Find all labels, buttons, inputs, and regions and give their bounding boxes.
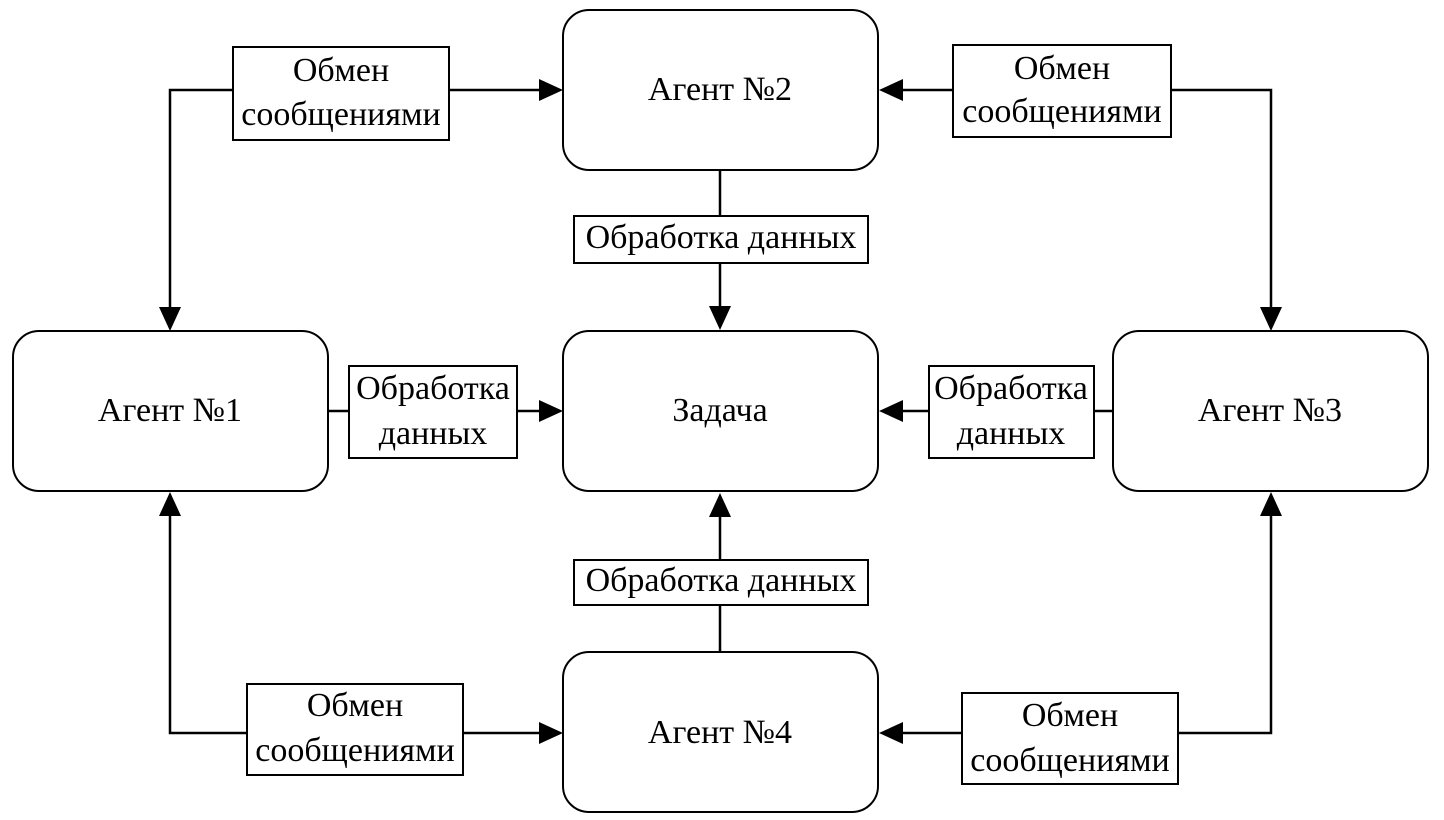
node-agent1: Агент №1 [12, 330, 329, 492]
node-task: Задача [562, 330, 879, 492]
edge-label-data-4-text: Обработка данных [586, 562, 857, 599]
edge-label-data-1: Обработка данных [348, 365, 518, 459]
edge-label-msg-2-3-line1: Обмен [1014, 50, 1110, 87]
edge-label-msg-1-2-line2: сообщениями [241, 96, 440, 133]
arrowhead-to-agent3-bottom [1260, 492, 1282, 516]
edge-label-msg-3-4-line2: сообщениями [970, 742, 1169, 779]
edge-label-data-2-text: Обработка данных [586, 219, 857, 256]
edge-label-data-3-line2: данных [957, 415, 1066, 452]
arrowhead-to-agent2-right [879, 79, 903, 101]
edge-label-msg-3-4: Обмен сообщениями [961, 692, 1179, 785]
node-agent3-label: Агент №3 [1198, 392, 1342, 429]
arrowhead-to-task-left [539, 400, 563, 422]
edge-label-msg-1-4-line1: Обмен [307, 687, 403, 724]
edge-label-msg-2-3-line2: сообщениями [962, 93, 1161, 130]
edge-label-data-1-line2: данных [379, 415, 488, 452]
edge-label-msg-1-4: Обмен сообщениями [246, 683, 464, 776]
node-agent2-label: Агент №2 [648, 71, 792, 108]
arrowhead-to-agent4-right [879, 722, 903, 744]
edge-label-msg-1-2: Обмен сообщениями [232, 46, 450, 141]
node-agent1-label: Агент №1 [98, 392, 242, 429]
edge-label-data-2: Обработка данных [573, 215, 869, 264]
arrowhead-to-agent2-left [539, 79, 563, 101]
node-agent4: Агент №4 [562, 651, 879, 813]
edge-label-msg-1-2-line1: Обмен [293, 52, 389, 89]
node-task-label: Задача [672, 392, 767, 429]
edge-label-data-3: Обработка данных [928, 365, 1095, 459]
edge-label-data-3-line1: Обработка [934, 370, 1088, 407]
node-agent3: Агент №3 [1112, 330, 1429, 492]
arrowhead-to-agent4-left [539, 722, 563, 744]
edge-label-data-4: Обработка данных [573, 559, 869, 606]
arrowhead-to-task-bottom [709, 493, 731, 517]
arrowhead-to-agent3-top [1260, 307, 1282, 331]
edge-label-msg-2-3: Обмен сообщениями [952, 44, 1172, 138]
arrowhead-to-task-right [879, 400, 903, 422]
node-agent2: Агент №2 [562, 9, 879, 171]
arrowhead-to-agent1-bottom [159, 492, 181, 516]
edge-label-msg-1-4-line2: сообщениями [255, 732, 454, 769]
arrowhead-to-task-top [709, 306, 731, 330]
edge-label-data-1-line1: Обработка [356, 370, 510, 407]
arrowhead-to-agent1-top [159, 307, 181, 331]
node-agent4-label: Агент №4 [648, 714, 792, 751]
edge-label-msg-3-4-line1: Обмен [1022, 697, 1118, 734]
